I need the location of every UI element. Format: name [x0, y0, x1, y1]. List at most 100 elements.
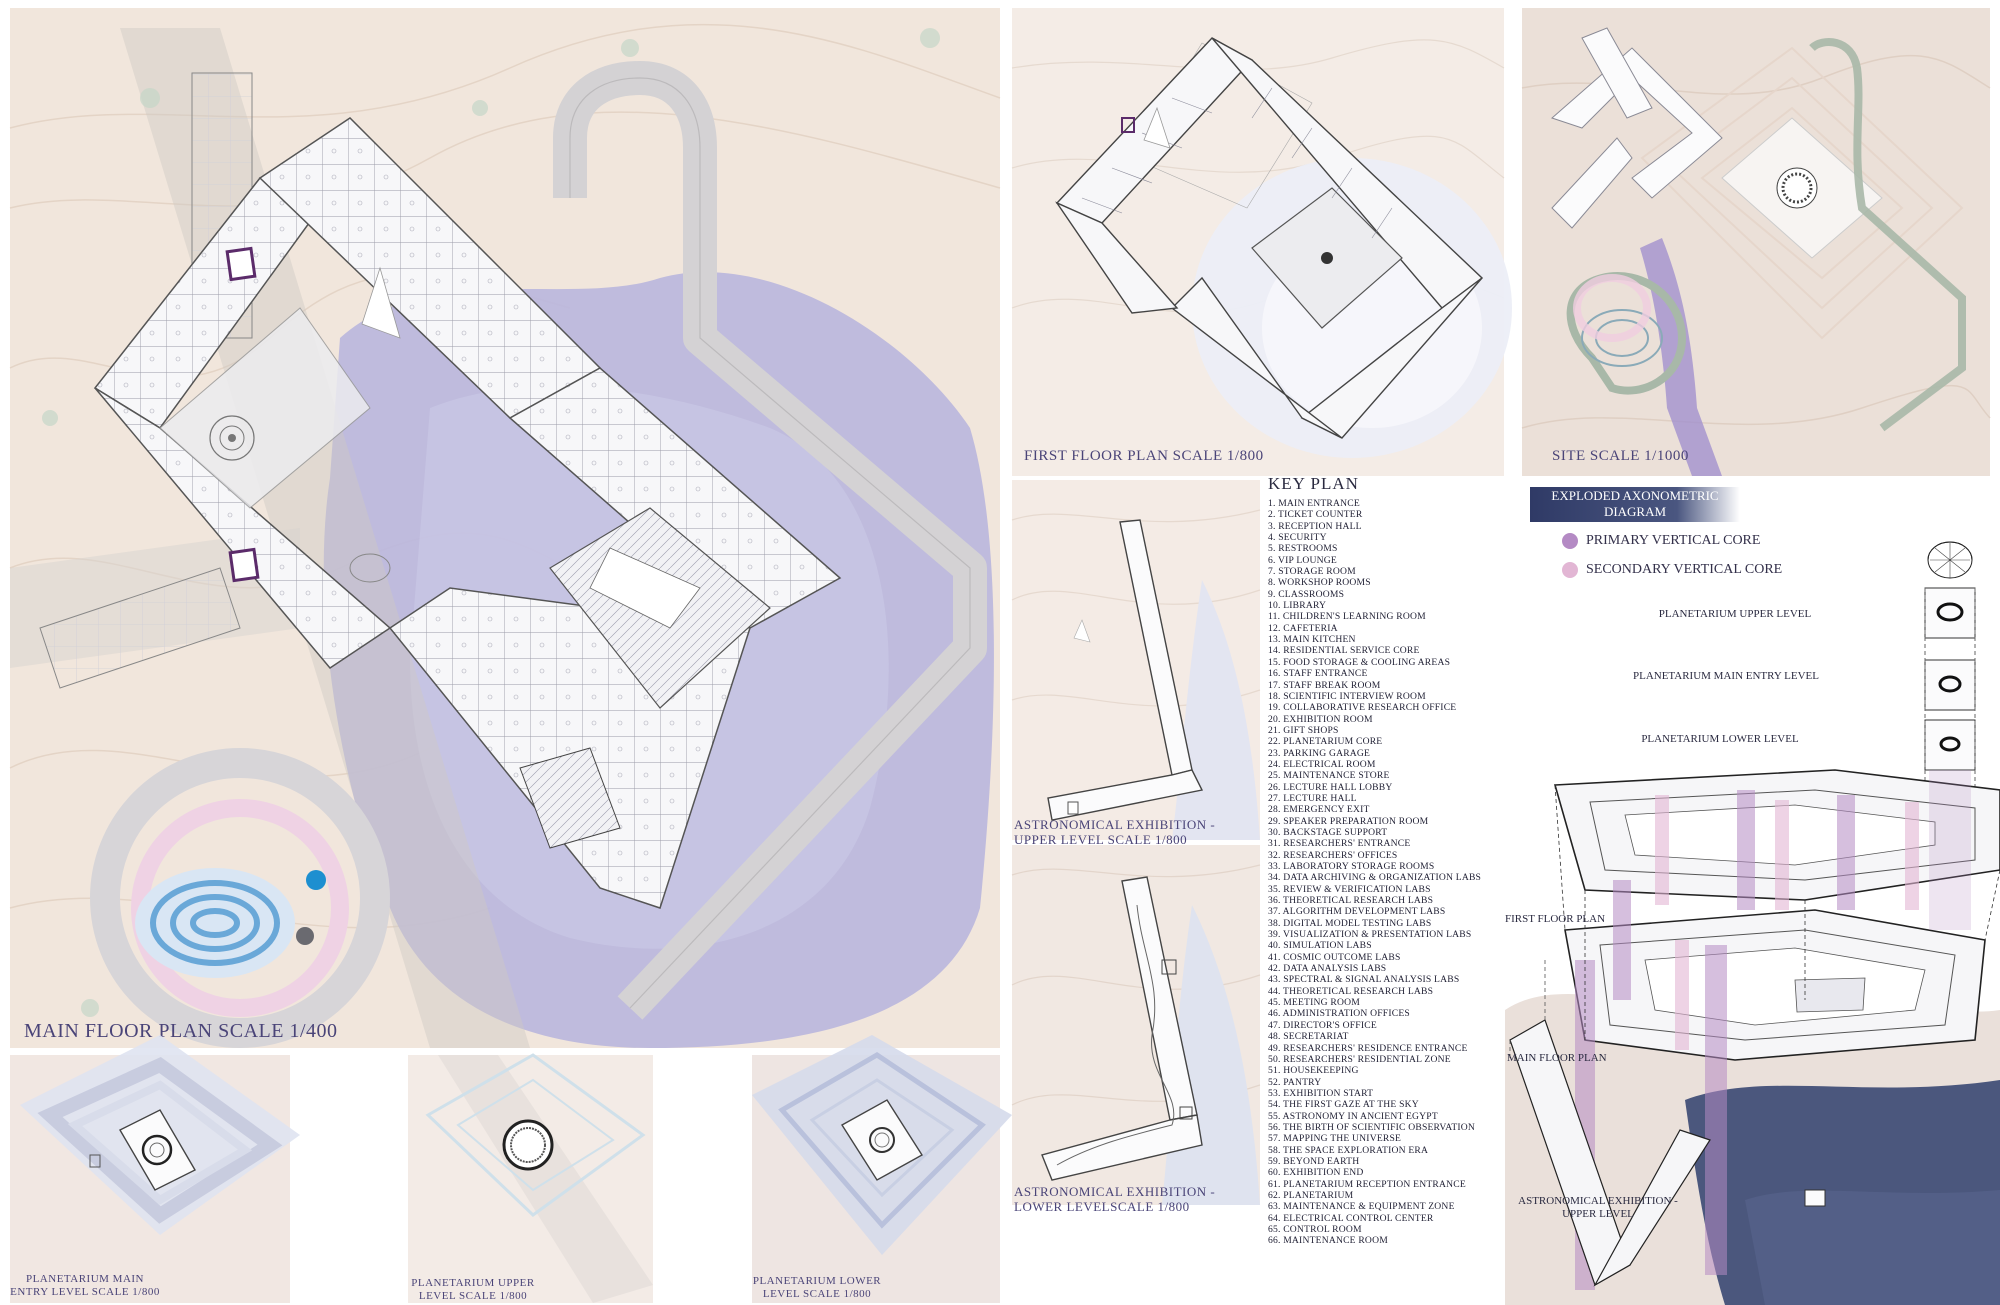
primary-core-swatch	[1562, 533, 1578, 549]
key-plan-item: 39. VISUALIZATION & PRESENTATION LABS	[1268, 929, 1472, 941]
exhibition-arm	[1509, 1019, 1711, 1287]
key-plan-item: 61. PLANETARIUM RECEPTION ENTRANCE	[1268, 1178, 1466, 1190]
key-plan-item: 65. CONTROL ROOM	[1268, 1224, 1362, 1235]
key-plan-item: 31. RESEARCHERS' ENTRANCE	[1268, 838, 1411, 850]
key-plan-item: 43. SPECTRAL & SIGNAL ANALYSIS LABS	[1268, 974, 1460, 986]
axonometric-panel: PLANETARIUM UPPER LEVEL PLANETARIUM MAIN…	[1505, 540, 2000, 1305]
axonometric-title-line1: EXPLODED AXONOMETRIC	[1551, 488, 1719, 503]
key-plan-item: 8. WORKSHOP ROOMS	[1268, 577, 1371, 589]
planetarium-main-building	[119, 1109, 196, 1191]
key-plan-item: 38. DIGITAL MODEL TESTING LABS	[1268, 917, 1432, 929]
vertical-core-b	[228, 547, 260, 583]
first-floor-plan-drawing	[1011, 37, 1512, 458]
astro-lower-caption: ASTRONOMICAL EXHIBITION - LOWER LEVELSCA…	[1014, 1184, 1216, 1214]
key-plan-item: 18. SCIENTIFIC INTERVIEW ROOM	[1268, 690, 1426, 702]
key-plan-item: 42. DATA ANALYSIS LABS	[1268, 963, 1387, 975]
main-floor-plan-panel: MAIN FLOOR PLAN SCALE 1/400	[9, 8, 1001, 1048]
astro-upper-building	[1119, 519, 1193, 776]
first-floor-caption: FIRST FLOOR PLAN SCALE 1/800	[1024, 448, 1264, 464]
axo-label-first-floor: FIRST FLOOR PLAN	[1505, 913, 1606, 925]
key-plan-item: 33. LABORATORY STORAGE ROOMS	[1268, 861, 1435, 872]
key-plan-item: 22. PLANETARIUM CORE	[1268, 736, 1383, 748]
axo-label-planet-upper: PLANETARIUM UPPER LEVEL	[1658, 608, 1812, 620]
key-plan-item: 32. RESEARCHERS' OFFICES	[1268, 849, 1398, 861]
roundabout	[90, 748, 390, 1048]
key-plan-item: 53. EXHIBITION START	[1268, 1087, 1374, 1099]
key-plan-item: 16. STAFF ENTRANCE	[1268, 668, 1368, 680]
key-plan-item: 56. THE BIRTH OF SCIENTIFIC OBSERVATION	[1268, 1121, 1476, 1133]
key-plan-item: 35. REVIEW & VERIFICATION LABS	[1268, 883, 1431, 895]
key-plan-item: 40. SIMULATION LABS	[1268, 940, 1372, 952]
pool-rings	[150, 880, 280, 966]
astro-upper-panel: ASTRONOMICAL EXHIBITION -UPPER LEVEL SCA…	[1011, 480, 1261, 847]
planetarium-lower-building	[841, 1099, 923, 1181]
site-plan-panel: SITE SCALE 1/1000	[1521, 8, 1991, 476]
main-floor-plan-drawing	[9, 23, 1001, 1048]
axonometric-title: EXPLODED AXONOMETRIC DIAGRAM	[1530, 487, 1740, 522]
axonometric-drawing	[1505, 541, 2000, 1305]
site-track	[1809, 38, 1966, 432]
planetarium-lower-caption: PLANETARIUM LOWER LEVEL SCALE 1/800	[752, 1275, 882, 1300]
legend-secondary: SECONDARY VERTICAL CORE	[1562, 562, 1782, 578]
planetarium-main-caption: PLANETARIUM MAIN ENTRY LEVEL SCALE 1/800	[10, 1273, 160, 1298]
key-plan-item: 27. LECTURE HALL	[1268, 792, 1357, 804]
axo-label-main-floor: MAIN FLOOR PLAN	[1507, 1052, 1607, 1064]
key-plan-item: 36. THEORETICAL RESEARCH LABS	[1268, 895, 1434, 907]
key-plan-item: 60. EXHIBITION END	[1268, 1167, 1364, 1179]
key-plan-item: 55. ASTRONOMY IN ANCIENT EGYPT	[1268, 1110, 1438, 1122]
astro-upper-drawing	[1011, 509, 1261, 840]
key-plan-item: 51. HOUSEKEEPING	[1268, 1065, 1359, 1077]
legend-primary-label: PRIMARY VERTICAL CORE	[1586, 533, 1761, 548]
key-plan-item: 59. BEYOND EARTH	[1268, 1155, 1360, 1167]
first-floor-plan-panel: FIRST FLOOR PLAN SCALE 1/800	[1011, 8, 1512, 476]
key-plan-item: 58. THE SPACE EXPLORATION ERA	[1268, 1144, 1429, 1156]
key-plan-item: 23. PARKING GARAGE	[1268, 747, 1371, 759]
key-plan-item: 14. RESIDENTIAL SERVICE CORE	[1268, 645, 1420, 657]
key-plan-item: 24. ELECTRICAL ROOM	[1268, 758, 1376, 770]
key-plan-item: 13. MAIN KITCHEN	[1268, 634, 1356, 646]
key-plan-item: 28. EMERGENCY EXIT	[1268, 804, 1370, 816]
key-plan-item: 25. MAINTENANCE STORE	[1268, 770, 1390, 782]
vertical-core-a	[225, 246, 257, 282]
axo-label-astro-upper: ASTRONOMICAL EXHIBITION -UPPER LEVEL	[1518, 1195, 1678, 1221]
key-plan-item: 6. VIP LOUNGE	[1268, 554, 1337, 566]
key-plan-item: 9. CLASSROOMS	[1268, 588, 1345, 600]
key-plan-item: 5. RESTROOMS	[1268, 543, 1338, 555]
key-plan-item: 66. MAINTENANCE ROOM	[1268, 1235, 1388, 1247]
key-plan-item: 52. PANTRY	[1268, 1076, 1322, 1088]
key-plan-item: 2. TICKET COUNTER	[1268, 509, 1363, 521]
key-plan-item: 41. COSMIC OUTCOME LABS	[1268, 951, 1401, 963]
site-caption: SITE SCALE 1/1000	[1552, 448, 1689, 464]
key-plan-item: 4. SECURITY	[1268, 532, 1327, 544]
key-plan-item: 17. STAFF BREAK ROOM	[1268, 679, 1381, 691]
planetarium-upper-panel: PLANETARIUM UPPER LEVEL SCALE 1/800	[408, 1053, 653, 1303]
planetarium-main-drawing	[20, 1035, 300, 1235]
key-plan-item: 47. DIRECTOR'S OFFICE	[1268, 1019, 1377, 1031]
key-plan-item: 49. RESEARCHERS' RESIDENCE ENTRANCE	[1268, 1042, 1468, 1054]
key-plan-item: 64. ELECTRICAL CONTROL CENTER	[1268, 1212, 1434, 1224]
key-plan-item: 11. CHILDREN'S LEARNING ROOM	[1268, 611, 1426, 623]
key-plan-item: 26. LECTURE HALL LOBBY	[1268, 781, 1393, 793]
key-plan-item: 19. COLLABORATIVE RESEARCH OFFICE	[1268, 702, 1457, 714]
secondary-cores	[1655, 795, 1919, 1050]
legend-secondary-label: SECONDARY VERTICAL CORE	[1586, 562, 1783, 577]
axo-label-planet-main: PLANETARIUM MAIN ENTRY LEVEL	[1632, 670, 1819, 682]
astro-upper-caption: ASTRONOMICAL EXHIBITION -UPPER LEVEL SCA…	[1014, 817, 1216, 847]
key-plan-item: 37. ALGORITHM DEVELOPMENT LABS	[1268, 906, 1446, 918]
key-plan-item: 54. THE FIRST GAZE AT THE SKY	[1268, 1099, 1419, 1111]
key-plan-title: KEY PLAN	[1268, 474, 1359, 493]
planetarium-upper-caption: PLANETARIUM UPPER LEVEL SCALE 1/800	[411, 1277, 535, 1302]
site-plan-drawing	[1521, 27, 1991, 476]
lecture-hall	[519, 747, 621, 849]
west-arm	[39, 567, 241, 689]
main-floor-caption: MAIN FLOOR PLAN SCALE 1/400	[24, 1020, 338, 1042]
astro-lower-panel: ASTRONOMICAL EXHIBITION - LOWER LEVELSCA…	[1011, 845, 1261, 1214]
legend-primary: PRIMARY VERTICAL CORE	[1562, 533, 1760, 549]
key-plan-item: 30. BACKSTAGE SUPPORT	[1268, 826, 1388, 838]
planetarium-main-panel: PLANETARIUM MAIN ENTRY LEVEL SCALE 1/800	[10, 1035, 300, 1303]
key-plan-item: 34. DATA ARCHIVING & ORGANIZATION LABS	[1268, 872, 1482, 884]
key-plan-item: 46. ADMINISTRATION OFFICES	[1268, 1008, 1410, 1020]
key-plan-item: 45. MEETING ROOM	[1268, 997, 1360, 1009]
